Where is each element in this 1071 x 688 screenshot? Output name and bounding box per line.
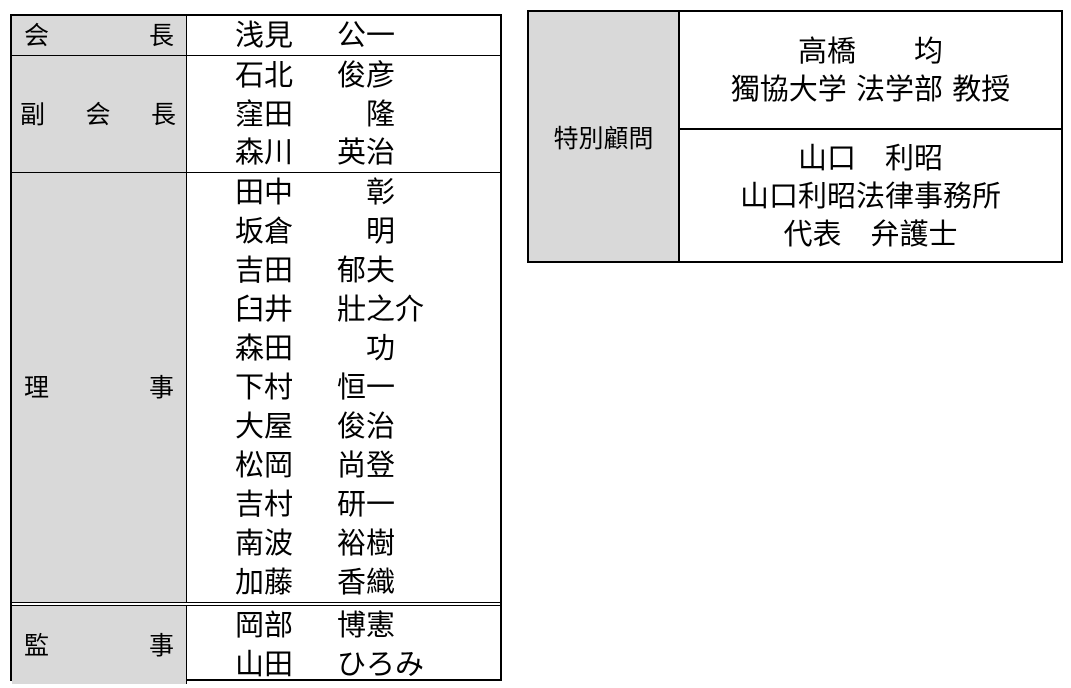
member-surname: 山田	[235, 647, 294, 681]
member-list: 岡部 博憲 山田 ひろみ	[187, 606, 500, 684]
role-char: 監	[24, 630, 50, 660]
member-given: 明	[337, 214, 396, 248]
member-given: 郁夫	[337, 253, 396, 287]
advisor-name: 高橋 均	[797, 34, 943, 68]
advisor-entry: 山口 利昭 山口利昭法律事務所 代表 弁護士	[680, 130, 1061, 261]
member-given: 博憲	[337, 608, 396, 642]
role-char: 事	[148, 373, 174, 402]
member-surname: 南波	[235, 526, 294, 560]
role-special-advisor: 特別顧問	[529, 12, 680, 261]
advisor-title: 代表 弁護士	[783, 216, 958, 251]
member-given: 裕樹	[337, 526, 396, 560]
advisor-affiliation: 獨協大学 法学部 教授	[730, 72, 1011, 106]
role-directors: 理 事	[12, 173, 187, 602]
member-surname: 石北	[235, 57, 294, 92]
member-row: 浅見 公一	[235, 16, 500, 55]
advisors-table: 特別顧問 高橋 均 獨協大学 法学部 教授 山口 利昭 山口利昭法律事務所 代表…	[527, 10, 1063, 263]
member-surname: 下村	[235, 370, 294, 404]
member-row: 森田 功	[235, 329, 500, 368]
member-list: 田中 彰 坂倉 明 吉田 郁夫 臼井 壯之介 森田 功 下村 恒一	[187, 173, 500, 602]
member-surname: 松岡	[235, 448, 294, 482]
officers-table: 会 長 浅見 公一 副 会 長 石北 俊彦 窪田 隆 森川	[10, 14, 502, 684]
advisor-list: 高橋 均 獨協大学 法学部 教授 山口 利昭 山口利昭法律事務所 代表 弁護士	[680, 12, 1061, 261]
member-given: 功	[337, 331, 396, 365]
member-surname: 浅見	[235, 18, 294, 52]
member-given: 尚登	[337, 448, 396, 482]
advisor-affiliation: 山口利昭法律事務所	[739, 178, 1001, 213]
member-given: 壯之介	[337, 292, 425, 326]
member-row: 岡部 博憲	[235, 606, 500, 645]
member-given: 彰	[337, 175, 396, 209]
member-row: 山田 ひろみ	[235, 645, 500, 684]
member-row: 森川 英治	[235, 133, 500, 172]
member-row: 田中 彰	[235, 173, 500, 212]
advisor-entry: 高橋 均 獨協大学 法学部 教授	[680, 12, 1061, 130]
section-president: 会 長 浅見 公一	[12, 16, 500, 55]
member-surname: 臼井	[235, 292, 294, 326]
member-surname: 加藤	[235, 565, 294, 599]
member-given: 英治	[337, 135, 396, 170]
section-directors: 理 事 田中 彰 坂倉 明 吉田 郁夫 臼井 壯之介 森田 功	[12, 172, 500, 602]
member-row: 臼井 壯之介	[235, 290, 500, 329]
role-char: 事	[148, 630, 174, 660]
role-char: 長	[150, 99, 176, 129]
member-given: 俊治	[337, 409, 396, 443]
member-given: 俊彦	[337, 57, 396, 92]
member-row: 南波 裕樹	[235, 524, 500, 563]
role-auditors: 監 事	[12, 606, 187, 684]
member-given: 恒一	[337, 370, 396, 404]
member-row: 吉田 郁夫	[235, 251, 500, 290]
member-row: 加藤 香織	[235, 563, 500, 602]
role-char: 理	[24, 373, 50, 402]
member-surname: 吉田	[235, 253, 294, 287]
member-surname: 吉村	[235, 487, 294, 521]
member-surname: 森川	[235, 135, 294, 170]
role-char: 副	[20, 99, 46, 129]
section-auditors: 監 事 岡部 博憲 山田 ひろみ	[12, 602, 500, 684]
member-list: 石北 俊彦 窪田 隆 森川 英治	[187, 56, 500, 172]
member-row: 松岡 尚登	[235, 446, 500, 485]
member-surname: 岡部	[235, 608, 294, 642]
member-given: 隆	[337, 96, 396, 131]
member-given: 香織	[337, 565, 396, 599]
member-row: 窪田 隆	[235, 95, 500, 134]
role-char: 会	[24, 21, 50, 50]
member-surname: 坂倉	[235, 214, 294, 248]
member-given: 公一	[337, 18, 396, 52]
member-row: 吉村 研一	[235, 485, 500, 524]
member-surname: 大屋	[235, 409, 294, 443]
role-vice-president: 副 会 長	[12, 56, 187, 172]
member-given: 研一	[337, 487, 396, 521]
member-surname: 窪田	[235, 96, 294, 131]
member-given: ひろみ	[337, 647, 425, 681]
advisor-name: 山口 利昭	[797, 140, 943, 175]
section-vice-president: 副 会 長 石北 俊彦 窪田 隆 森川 英治	[12, 55, 500, 172]
role-char: 長	[148, 21, 174, 50]
member-row: 大屋 俊治	[235, 407, 500, 446]
role-president: 会 長	[12, 16, 187, 55]
member-list: 浅見 公一	[187, 16, 500, 55]
role-char: 会	[85, 99, 111, 129]
member-row: 坂倉 明	[235, 212, 500, 251]
member-surname: 森田	[235, 331, 294, 365]
member-row: 石北 俊彦	[235, 56, 500, 95]
member-surname: 田中	[235, 175, 294, 209]
member-row: 下村 恒一	[235, 368, 500, 407]
